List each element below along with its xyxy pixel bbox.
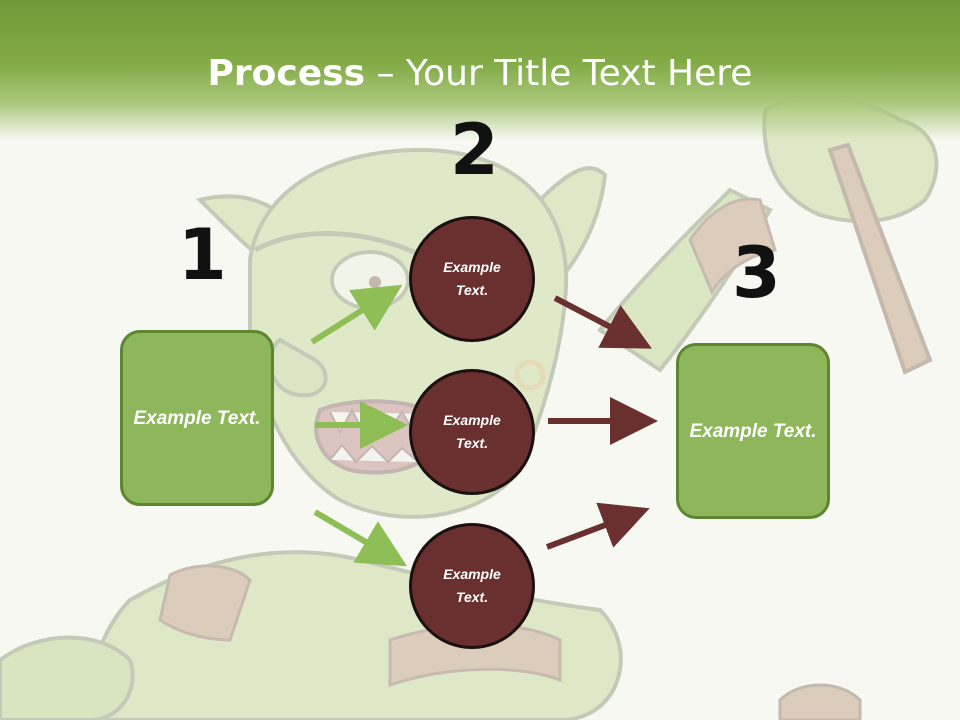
slide-title: Process – Your Title Text Here (0, 52, 960, 96)
step-number-1: 1 (178, 214, 227, 296)
step-number-3: 3 (732, 232, 781, 314)
step-box-3-label: Example Text. (689, 420, 817, 442)
title-band (0, 0, 960, 140)
step-box-1: Example Text. (120, 330, 274, 506)
step-box-1-label: Example Text. (133, 407, 261, 429)
arrow-brown-down (553, 295, 652, 349)
step-box-3: Example Text. (676, 343, 830, 519)
process-circle-1-label: Example Text. (443, 259, 501, 298)
process-circle-3-label: Example Text. (443, 566, 501, 605)
title-bold: Process (207, 53, 366, 94)
step-number-2: 2 (450, 109, 499, 191)
process-circle-3: Example Text. (409, 523, 535, 649)
arrow-green-down (313, 509, 408, 567)
arrow-green-up (310, 284, 403, 345)
title-rest: – Your Title Text Here (365, 53, 753, 94)
process-circle-1: Example Text. (409, 216, 535, 342)
process-circle-2: Example Text. (409, 369, 535, 495)
arrow-brown-up (545, 502, 650, 550)
process-circle-2-label: Example Text. (443, 412, 501, 451)
